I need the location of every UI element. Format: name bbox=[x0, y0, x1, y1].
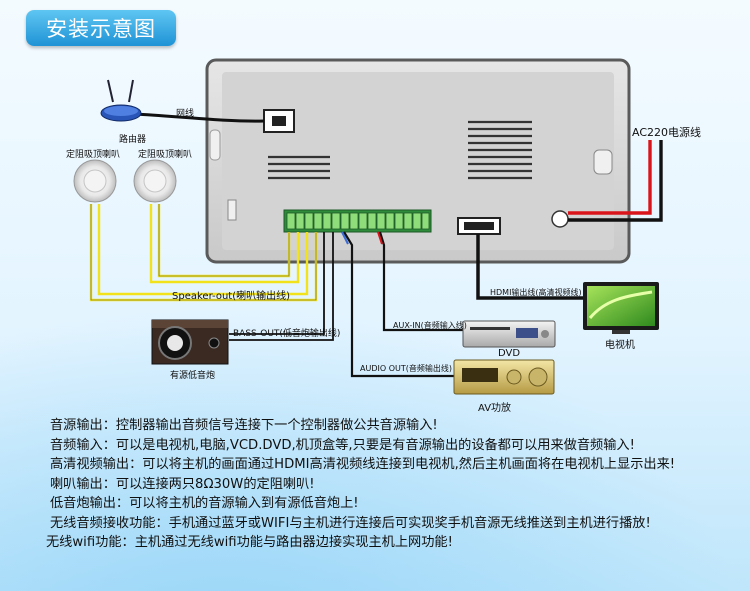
ceiling-speaker-1-icon bbox=[73, 159, 117, 203]
bass-out-label: BASS-OUT(低音炮输出线) bbox=[233, 329, 341, 339]
router-label: 路由器 bbox=[119, 135, 147, 145]
desc-audio-input: 音频输入：可以是电视机,电脑,VCD.DVD,机顶盒等,只要是有音源输出的设备都… bbox=[50, 437, 635, 453]
ceiling-speaker-2-label: 定阻吸顶喇叭 bbox=[138, 150, 193, 160]
audio-out-label: AUDIO OUT(音频输出线) bbox=[360, 364, 452, 373]
speaker-out-label: Speaker-out(喇叭输出线) bbox=[172, 291, 291, 302]
desc-subwoofer-output: 低音炮输出：可以将主机的音源输入到有源低音炮上! bbox=[50, 496, 359, 511]
description-block: 音源输出：控制器输出音频信号连接下一个控制器做公共音源输入! 音频输入：可以是电… bbox=[14, 416, 740, 553]
audio-out-wire bbox=[343, 231, 454, 378]
bass-out-wires bbox=[229, 232, 334, 341]
dvd-label: DVD bbox=[498, 348, 521, 359]
dvd-player-icon bbox=[462, 320, 556, 348]
ac-power-label: AC220电源线 bbox=[632, 126, 702, 139]
network-cable bbox=[134, 112, 265, 123]
tv-label: 电视机 bbox=[605, 340, 635, 351]
aux-in-wire bbox=[378, 231, 463, 332]
ac-power-wires bbox=[568, 140, 663, 222]
desc-wireless-audio: 无线音频接收功能：手机通过蓝牙或WIFI与主机进行连接后可实现奖手机音源无线推送… bbox=[50, 515, 651, 531]
tv-icon bbox=[583, 282, 659, 334]
amp-label: AV功放 bbox=[478, 403, 512, 414]
power-port bbox=[551, 210, 569, 228]
left-mount-slot bbox=[227, 199, 237, 221]
subwoofer-icon bbox=[151, 319, 229, 365]
page-title: 安装示意图 bbox=[26, 10, 176, 46]
desc-speaker-output: 喇叭输出：可以连接两只8Ω30W的定阻喇叭! bbox=[50, 476, 315, 492]
installation-diagram bbox=[73, 58, 663, 395]
vent-right bbox=[468, 120, 532, 180]
desc-hdmi-output: 高清视频输出：可以将主机的画面通过HDMI高清视频线连接到电视机,然后主机画面将… bbox=[50, 457, 676, 472]
ceiling-speaker-1-label: 定阻吸顶喇叭 bbox=[66, 150, 121, 160]
subwoofer-label: 有源低音炮 bbox=[170, 371, 216, 381]
control-panel bbox=[205, 58, 631, 264]
av-amp-icon bbox=[453, 359, 555, 395]
vent-left bbox=[268, 155, 330, 180]
desc-wireless-wifi: 无线wifi功能：主机通过无线wifi功能与路由器边接实现主机上网功能! bbox=[46, 535, 453, 550]
desc-source-output: 音源输出：控制器输出音频信号连接下一个控制器做公共音源输入! bbox=[50, 418, 438, 433]
aux-in-label: AUX-IN(音频输入线) bbox=[393, 321, 467, 330]
router-icon bbox=[100, 79, 142, 122]
network-cable-label: 网线 bbox=[176, 109, 195, 119]
right-mount-slot bbox=[593, 149, 613, 175]
background-glow bbox=[0, 300, 750, 591]
hdmi-cable bbox=[476, 234, 585, 300]
hdmi-label: HDMI输出线(高清视频线) bbox=[490, 288, 582, 297]
ceiling-speaker-2-icon bbox=[133, 159, 177, 203]
